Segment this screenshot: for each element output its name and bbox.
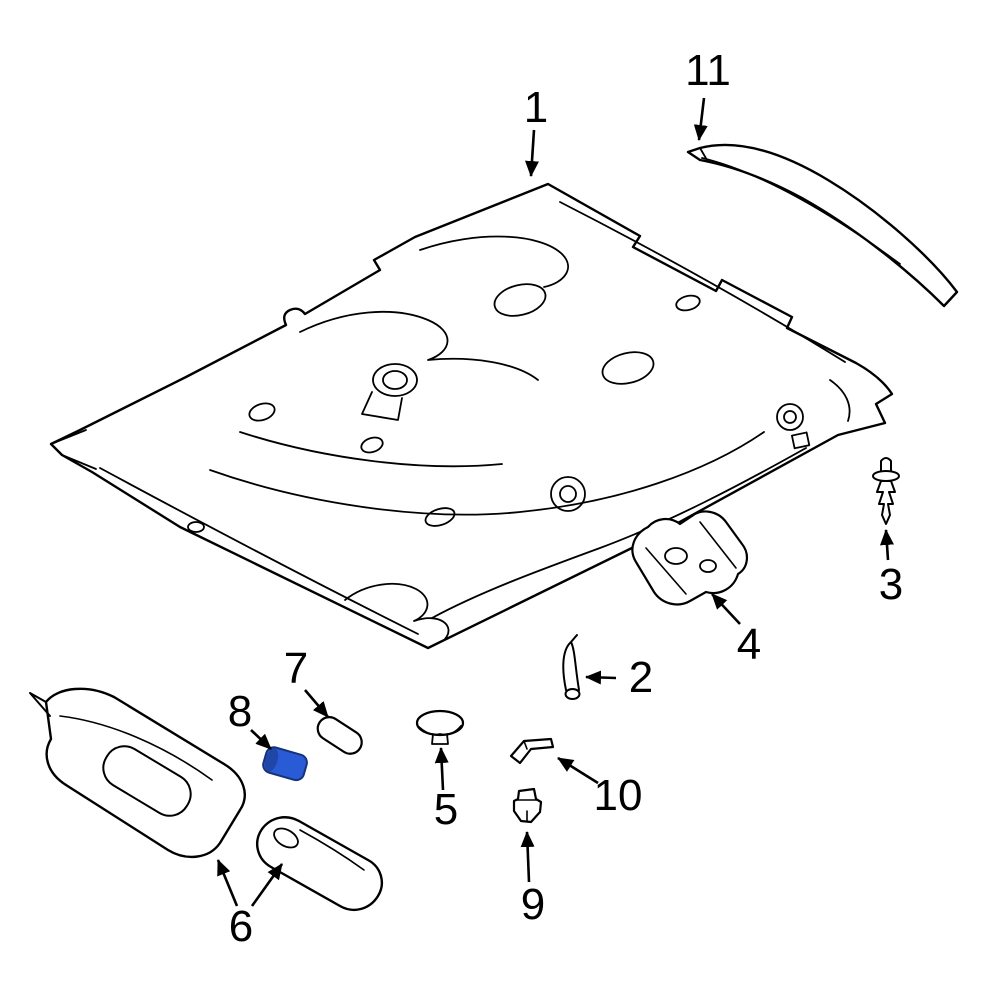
- hook-bracket: [509, 737, 555, 765]
- callout-10[interactable]: 10: [593, 771, 643, 820]
- visor-clip-highlighted[interactable]: [261, 745, 309, 782]
- leader-9: [520, 831, 535, 883]
- leader-1: [524, 129, 539, 177]
- highlighted-part-end: [264, 748, 279, 772]
- callout-3[interactable]: 3: [878, 560, 904, 609]
- leader-2: [585, 670, 617, 685]
- leader-10: [557, 756, 599, 785]
- headliner-panel: [49, 182, 894, 650]
- leader-6b: [250, 863, 284, 907]
- callout-1[interactable]: 1: [523, 83, 549, 132]
- headliner-cap: [415, 709, 465, 745]
- leader-4: [711, 593, 741, 625]
- roof-bracket: [631, 510, 748, 606]
- callout-8[interactable]: 8: [227, 687, 253, 736]
- leader-7: [304, 689, 329, 718]
- callout-2[interactable]: 2: [628, 653, 654, 702]
- leader-8: [250, 729, 272, 750]
- callout-7[interactable]: 7: [283, 644, 309, 693]
- leader-11: [693, 97, 708, 141]
- push-pin-retainer: [872, 457, 900, 525]
- callout-4[interactable]: 4: [736, 620, 762, 669]
- leader-arrows: [216, 97, 894, 907]
- leader-5: [434, 747, 449, 791]
- retainer-clip: [512, 787, 543, 824]
- callout-11[interactable]: 11: [685, 46, 731, 95]
- callout-9[interactable]: 9: [520, 880, 546, 929]
- leader-3: [880, 529, 894, 561]
- leader-6a: [216, 859, 239, 907]
- visor-rod-cover: [256, 816, 383, 911]
- roof-rail-trim: [686, 143, 959, 308]
- callout-6[interactable]: 6: [228, 902, 254, 951]
- retainer-pin: [562, 634, 581, 700]
- sun-visor: [29, 687, 246, 859]
- visor-clip-cover: [316, 716, 363, 755]
- callout-5[interactable]: 5: [433, 785, 459, 834]
